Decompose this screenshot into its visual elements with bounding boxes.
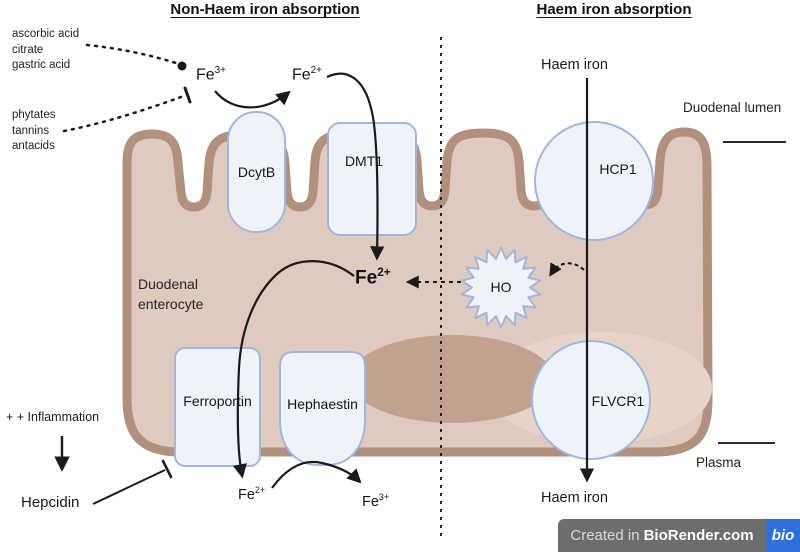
fe2-plasma-label: Fe2+ [238,485,265,503]
dmt1-label: DMT1 [344,153,384,169]
arrow-fe2-through-dmt1 [326,72,385,261]
ion-charge: 2+ [254,485,266,495]
hepcidin-label: Hepcidin [21,494,80,511]
inflammation-label: + + Inflammation [6,410,100,424]
fe3-lumen-label: Fe3+ [196,65,226,84]
ion-charge: 3+ [214,65,226,76]
haem-iron-top-label: Haem iron [541,57,608,73]
duodenal-enterocyte-label: Duodenal enterocyte [138,276,204,312]
watermark-brand: BioRender.com [643,527,754,544]
dcytb-label: DcytB [237,164,276,180]
enhancer-item: gastric acid [12,59,71,71]
non-haem-title: Non-Haem iron absorption [170,1,360,18]
ion-base: Fe [292,66,311,84]
dcytb-shape [227,111,286,233]
fe3-plasma-label: Fe3+ [362,492,389,510]
biorender-logo-icon: bio [766,519,800,552]
hephaestin-label: Hephaestin [287,396,358,412]
ion-charge: 2+ [377,266,391,279]
ferroportin-label: Ferroportin [183,393,252,409]
flvcr1-label: FLVCR1 [591,393,645,409]
duodenal-lumen-label: Duodenal lumen [683,100,782,115]
enhancer-item: citrate [12,43,44,56]
ho-starburst-shape [460,246,542,329]
arrow-fe3-to-fe2-lumen [214,90,291,109]
ion-base: Fe [355,267,378,289]
enhancer-endpoint-dot [177,61,187,71]
watermark-prefix: Created in [570,527,640,544]
haem-title: Haem iron absorption [536,1,692,18]
enhancers-dotted-line [85,43,178,65]
ion-base: Fe [196,66,215,84]
nucleus [350,335,554,423]
arrow-haem-to-ho-dashed [549,262,585,277]
hepcidin-inhibition-line [92,469,166,505]
inhibitors-dotted-line [62,95,183,133]
inhibitor-item: phytates [12,109,56,121]
inhibitor-item: tannins [12,124,50,137]
arrow-fe2-to-fe3-plasma [271,460,362,489]
inhibitors-list: phytates tannins antacids [12,108,55,155]
haem-iron-bottom-label: Haem iron [541,490,608,506]
enhancer-item: ascorbic acid [12,28,80,40]
hepcidin-inhibition-tbar-cap [161,459,173,479]
fe2-cytosol-label: Fe2+ [355,266,391,289]
dmt1-shape [327,122,417,236]
fe2-lumen-label: Fe2+ [292,65,322,84]
ho-label: HO [490,279,512,295]
inhibitor-tbar-cap [183,86,192,104]
ion-base: Fe [238,486,255,503]
hcp1-shape [534,121,654,241]
arrow-fe2-through-ferroportin [232,260,355,479]
plasma-label: Plasma [696,455,742,470]
biorender-watermark[interactable]: Created in BioRender.com bio [558,519,800,552]
hcp1-label: HCP1 [599,161,637,177]
biorender-watermark-text: Created in BioRender.com [558,519,766,552]
ion-base: Fe [362,493,379,510]
ion-charge: 2+ [310,65,322,76]
inhibitor-item: antacids [12,140,55,152]
ion-charge: 3+ [378,492,390,502]
enhancers-list: ascorbic acid citrate gastric acid [12,27,79,74]
flvcr1-shape [531,340,651,460]
